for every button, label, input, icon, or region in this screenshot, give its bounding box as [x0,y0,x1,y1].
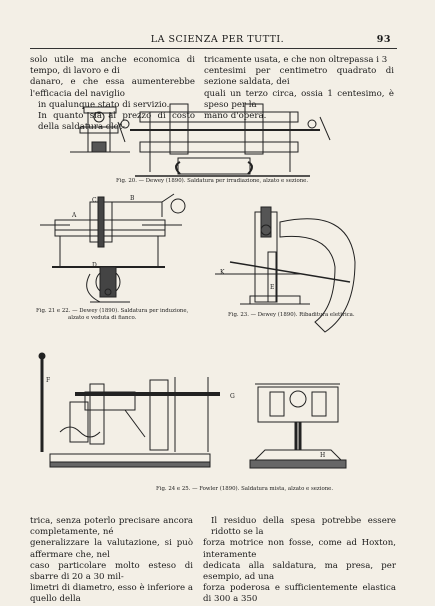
text-line: forza motrice non fosse, come ad Hoxton,… [203,538,396,560]
text-line: in qualunque stato di servizio. [38,99,170,110]
figure-plate: A B C D E F G H K Fig. 20. — Dewey (1890… [30,102,396,502]
text-line: limetri di diametro, esso è inferiore a … [30,583,193,605]
fig23-riveter [215,206,356,333]
fig21-induction-apparatus [40,193,186,268]
text-line: centesimi per centimetro quadrato di sez… [204,66,394,88]
fig2122-caption-line1: Fig. 21 e 22. — Dewey (1890). Saldatura … [36,308,189,314]
fig24-fowler-apparatus [38,352,220,468]
text-line: generalizzare la valutazione, si può aff… [30,538,193,560]
page-number: 93 [376,34,391,45]
fig20-main-apparatus [120,103,331,177]
fig20-caption: Fig. 20. — Dewey (1890). Saldatura per i… [116,178,309,184]
fig25-section [249,383,347,469]
engraving-illustrations: A B C D E F G H K [38,103,356,469]
text-line: danaro, e che essa aumenterebbe l'effica… [30,77,195,99]
text-line: tricamente usata, e che non oltrepassa i… [204,55,388,65]
label-a: A [71,212,77,219]
label-f: F [46,377,50,384]
label-h: H [320,452,325,459]
label-b: B [130,195,135,202]
bottom-right-column: Il residuo della spesa potrebbe essere r… [203,516,396,606]
label-k: K [220,269,225,276]
text-line: quali un terzo circa, ossia 1 centesimo,… [204,88,394,110]
journal-title: LA SCIENZA PER TUTTI. [150,34,285,45]
text-line: mano d'opera. [204,111,267,122]
text-line: solo utile ma anche economica di tempo, … [30,55,195,77]
top-right-column: tricamente usata, e che non oltrepassa i… [204,55,394,122]
bottom-left-column: trica, senza poterlo precisare ancora co… [30,516,193,606]
text-line: dedicata alla saldatura, ma presa, per e… [203,560,396,583]
fig2122-caption-line2: alzato e veduta di fianco. [68,315,137,321]
fig22-side-view [86,266,130,303]
fig23-caption: Fig. 23. — Dewey (1890). Ribaditura elet… [228,312,355,318]
label-c: C [92,197,97,204]
fig20-small-device [70,106,130,153]
text-line: forza poderosa e sufficientemente elasti… [203,583,396,605]
fig2425-caption: Fig. 24 e 25. — Fowler (1890). Saldatura… [156,486,334,492]
label-e: E [270,284,274,291]
text-line: Il residuo della spesa potrebbe essere r… [211,516,396,538]
label-g: G [230,393,235,400]
header-rule [30,48,397,49]
text-line: trica, senza poterlo precisare ancora co… [30,516,193,538]
label-d: D [92,262,97,269]
text-line: caso particolare molto esteso di sbarre … [30,560,193,583]
running-header: LA SCIENZA PER TUTTI. 93 [0,34,435,48]
